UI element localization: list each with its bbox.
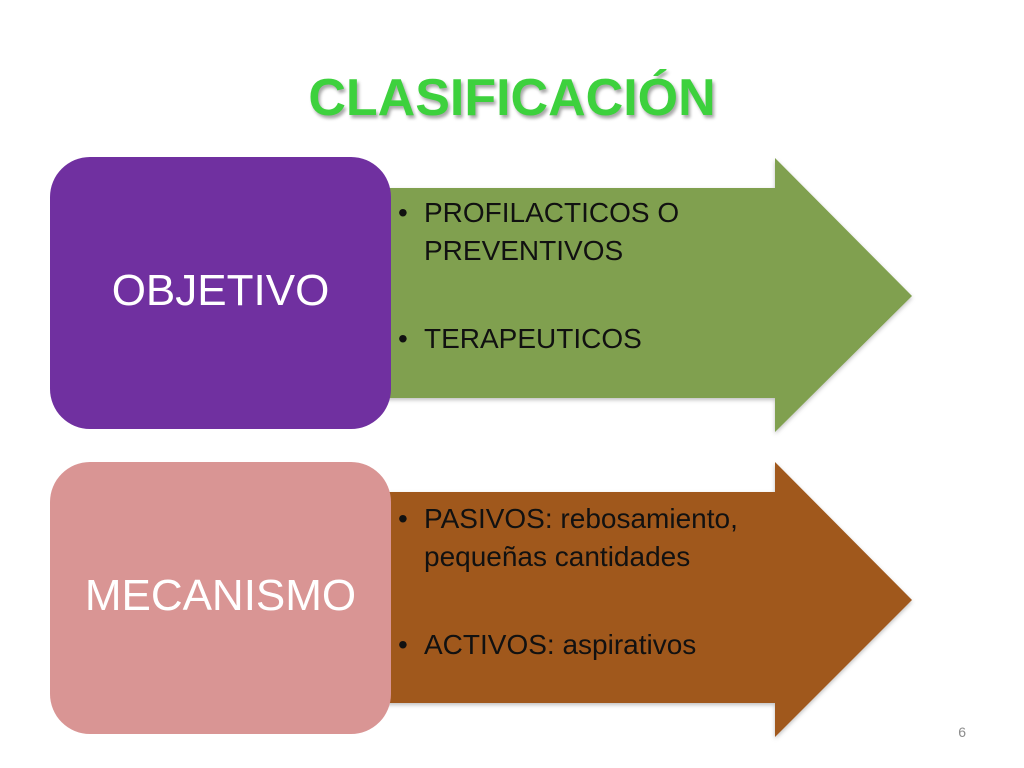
bullet-text: PASIVOS: rebosamiento, pequeñas cantidad…: [424, 503, 738, 572]
bullet-dot: •: [398, 629, 408, 660]
mecanismo-bullet-list: • PASIVOS: rebosamiento, pequeñas cantid…: [394, 500, 814, 664]
bullet-item: • TERAPEUTICOS: [394, 320, 814, 358]
category-box-objetivo: OBJETIVO: [50, 157, 391, 429]
bullet-text: PROFILACTICOS O PREVENTIVOS: [424, 197, 680, 266]
bullet-dot: •: [398, 323, 408, 354]
bullet-item: • PASIVOS: rebosamiento, pequeñas cantid…: [394, 500, 814, 576]
page-number: 6: [958, 724, 966, 740]
arrow-mecanismo: [330, 462, 912, 737]
arrow-objetivo: [330, 158, 912, 432]
category-box-mecanismo: MECANISMO: [50, 462, 391, 734]
slide-title: CLASIFICACIÓN: [308, 69, 716, 127]
category-label-mecanismo: MECANISMO: [84, 571, 357, 620]
category-label-objetivo: OBJETIVO: [111, 266, 330, 315]
bullet-item: • PROFILACTICOS O PREVENTIVOS: [394, 194, 814, 270]
objetivo-bullet-list: • PROFILACTICOS O PREVENTIVOS • TERAPEUT…: [394, 194, 814, 358]
bullet-dot: •: [398, 503, 408, 534]
bullet-dot: •: [398, 197, 408, 228]
bullet-text: TERAPEUTICOS: [424, 323, 642, 354]
bullet-text: ACTIVOS: aspirativos: [424, 629, 697, 660]
bullet-item: • ACTIVOS: aspirativos: [394, 626, 814, 664]
